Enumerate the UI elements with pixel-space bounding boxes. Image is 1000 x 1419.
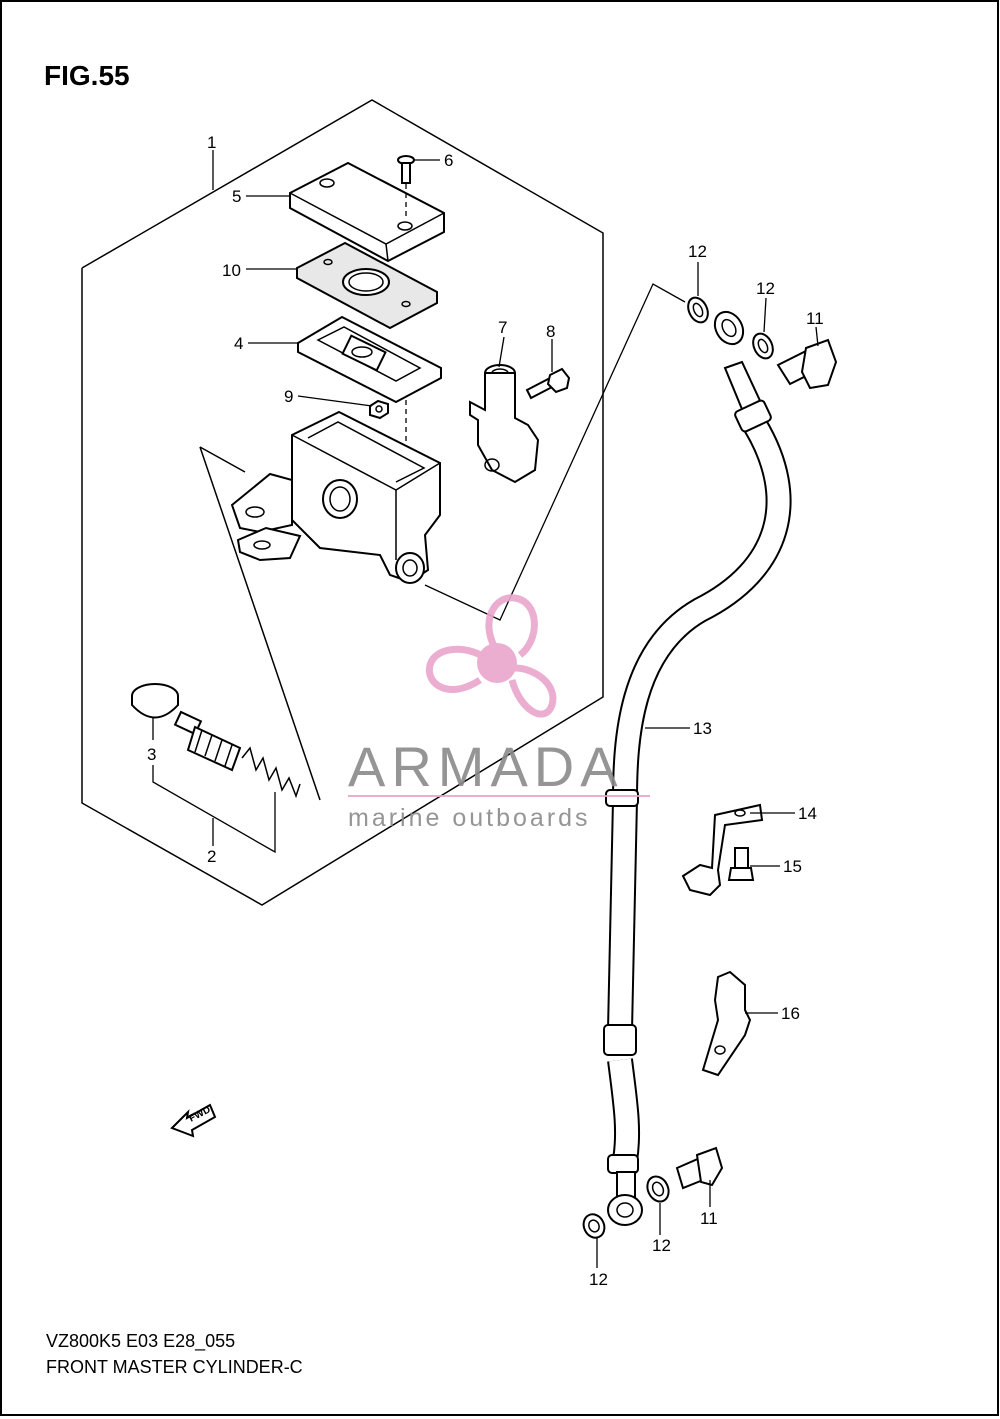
callout-11-bottom: 11 [700,1209,718,1228]
figure-title: FIG.55 [44,60,130,91]
callout-12-a: 12 [688,242,707,261]
kit-outline-inner-top [199,446,246,473]
cap-screw [397,155,415,220]
callout-5: 5 [232,187,241,206]
callout-2: 2 [207,847,216,866]
master-cylinder-body [230,410,441,584]
callout-7: 7 [498,318,507,337]
callout-4: 4 [234,334,243,353]
small-nut [369,399,389,420]
callout-8: 8 [546,322,555,341]
callout-12-c: 12 [652,1236,671,1255]
callout-labels: 1 2 3 4 5 6 7 8 9 10 11 11 12 12 12 12 1… [147,133,824,1289]
callout-12-b: 12 [756,279,775,298]
hose-bracket [701,970,752,1077]
fwd-arrow-icon: FWD [170,1103,217,1138]
holder-bolt [525,367,571,400]
kit-outline [81,99,604,906]
callout-14: 14 [798,804,817,823]
callout-9: 9 [284,387,293,406]
callout-15: 15 [783,857,802,876]
brake-hose [603,310,792,1226]
watermark: ARMADA marine outboards [348,594,650,832]
kit-outline-inner-left [199,446,321,801]
callout-1: 1 [207,133,216,152]
diagram-name: FRONT MASTER CYLINDER-C [46,1357,303,1377]
lever-holder [469,364,540,484]
callout-16: 16 [781,1004,800,1023]
leader-lines [152,150,819,1268]
callout-12-d: 12 [589,1270,608,1289]
callout-11-top: 11 [806,309,824,328]
washers [582,296,774,1239]
piston-set [131,683,301,799]
diaphragm [297,315,442,470]
reservoir-cap [289,161,445,263]
callout-6: 6 [444,151,453,170]
diaphragm-plate [296,241,438,330]
callout-13: 13 [693,719,712,738]
hose-clamp [681,803,764,897]
clamp-bolt [727,847,755,881]
callout-3: 3 [147,745,156,764]
watermark-tagline: marine outboards [348,804,591,832]
watermark-logo-icon [425,594,557,718]
callout-10: 10 [222,261,241,280]
diagram-code: VZ800K5 E03 E28_055 [46,1331,236,1351]
union-bolts [675,338,838,1190]
watermark-brand: ARMADA [348,735,624,798]
